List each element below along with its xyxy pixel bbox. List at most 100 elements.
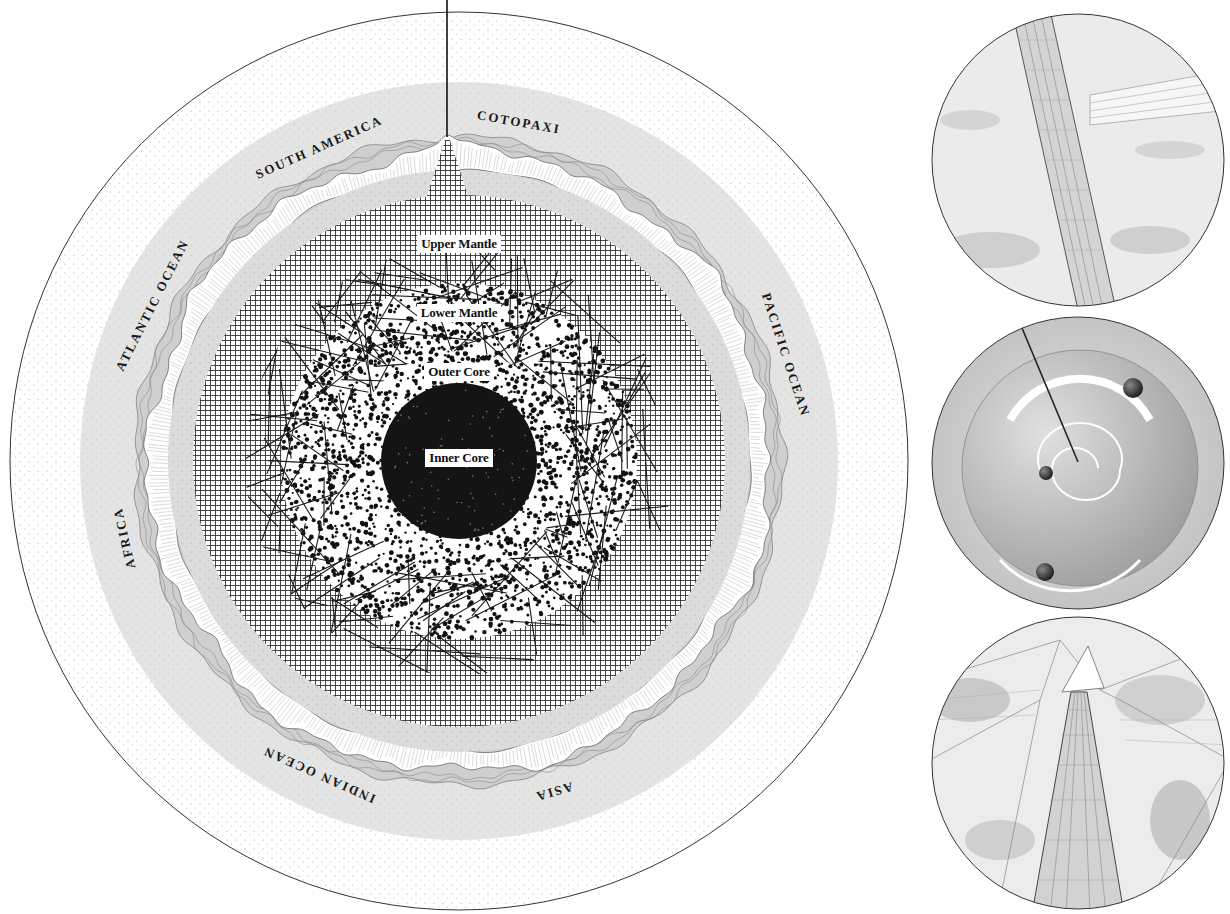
- illustration-part: [412, 376, 415, 379]
- illustration-part: [356, 579, 359, 582]
- illustration-part: [372, 522, 374, 524]
- illustration-part: [564, 545, 567, 548]
- illustration-part: [628, 218, 633, 223]
- illustration-part: [371, 431, 374, 434]
- illustration-part: [386, 173, 387, 178]
- illustration-part: [468, 753, 470, 764]
- illustration-part: [476, 754, 477, 767]
- illustration-part: [556, 338, 560, 342]
- illustration-part: [277, 701, 292, 720]
- illustration-part: [669, 664, 673, 670]
- illustration-part: [513, 543, 517, 547]
- illustration-part: [714, 599, 729, 609]
- illustration-part: [410, 749, 414, 769]
- illustration-part: [699, 285, 716, 295]
- illustration-part: [400, 344, 405, 349]
- illustration-part: [613, 542, 616, 545]
- illustration-part: [273, 215, 282, 229]
- illustration-part: [509, 751, 510, 764]
- illustration-part: [539, 410, 544, 415]
- illustration-part: [540, 427, 543, 430]
- illustration-part: [570, 345, 574, 349]
- illustration-part: [537, 742, 542, 766]
- illustration-part: [506, 382, 511, 387]
- illustration-part: [149, 482, 169, 483]
- ocean-contours: [134, 134, 788, 789]
- illustration-part: [151, 467, 168, 469]
- illustration-part: [682, 258, 695, 268]
- illustration-part: [148, 427, 171, 431]
- illustration-part: [505, 536, 510, 541]
- illustration-part: [150, 440, 170, 443]
- crust-base: [168, 170, 750, 752]
- illustration-part: [323, 726, 330, 737]
- illustration-part: [556, 323, 561, 328]
- illustration-part: [539, 452, 543, 456]
- illustration-part: [362, 448, 364, 450]
- illustration-part: [471, 556, 475, 560]
- illustration-part: [516, 390, 520, 394]
- illustration-part: [553, 738, 559, 761]
- illustration-part: [299, 197, 305, 209]
- illustration-part: [464, 148, 466, 167]
- illustration-part: [357, 464, 362, 469]
- illustration-part: [582, 538, 584, 540]
- illustration-part: [353, 393, 356, 396]
- illustration-part: [564, 350, 567, 353]
- illustration-part: [208, 285, 221, 296]
- illustration-part: [592, 718, 600, 736]
- illustration-part: [329, 475, 332, 478]
- illustration-part: [382, 420, 386, 424]
- illustration-part: [711, 605, 722, 613]
- illustration-part: [224, 639, 230, 642]
- illustration-part: [524, 368, 527, 371]
- illustration-part: [607, 498, 610, 501]
- illustration-part: [422, 750, 425, 763]
- illustration-part: [241, 668, 255, 680]
- illustration-part: [487, 755, 488, 766]
- illustration-part: [134, 134, 788, 789]
- illustration-part: [404, 616, 406, 618]
- illustration-part: [628, 471, 633, 476]
- illustration-part: [725, 578, 743, 587]
- illustration-part: [505, 322, 510, 327]
- illustration-part: [159, 544, 177, 548]
- illustration-part: [383, 345, 386, 348]
- illustration-part: [447, 620, 451, 624]
- illustration-part: [222, 261, 237, 275]
- illustration-part: [560, 456, 563, 459]
- illustration-part: [318, 357, 322, 361]
- illustration-part: [540, 510, 542, 512]
- illustration-part: [566, 734, 572, 752]
- illustration-part: [338, 183, 341, 194]
- illustration-part: [430, 546, 433, 549]
- illustration-part: [253, 678, 263, 687]
- illustration-part: [295, 710, 305, 724]
- illustration-part: [431, 347, 436, 352]
- crust-terrain: [144, 135, 771, 771]
- illustration-part: [434, 352, 438, 356]
- illustration-part: [465, 544, 470, 549]
- illustration-part: [359, 454, 362, 457]
- illustration-part: [544, 433, 548, 437]
- illustration-part: [395, 367, 399, 371]
- illustration-part: [418, 622, 421, 625]
- illustration-part: [412, 379, 415, 382]
- illustration-part: [321, 190, 324, 199]
- illustration-part: [547, 445, 550, 448]
- illustration-part: [362, 461, 365, 464]
- illustration-part: [727, 343, 742, 348]
- illustration-part: [354, 502, 358, 506]
- illustration-part: [149, 492, 169, 494]
- illustration-part: [346, 734, 354, 753]
- illustration-part: [454, 329, 459, 334]
- illustration-part: [369, 532, 373, 536]
- illustration-part: [508, 552, 513, 557]
- illustration-part: [741, 527, 763, 533]
- illustration-part: [510, 390, 513, 393]
- illustration-part: [752, 453, 768, 455]
- illustration-part: [562, 546, 566, 550]
- illustration-part: [399, 352, 401, 354]
- illustration-part: [271, 696, 284, 711]
- illustration-part: [606, 524, 608, 526]
